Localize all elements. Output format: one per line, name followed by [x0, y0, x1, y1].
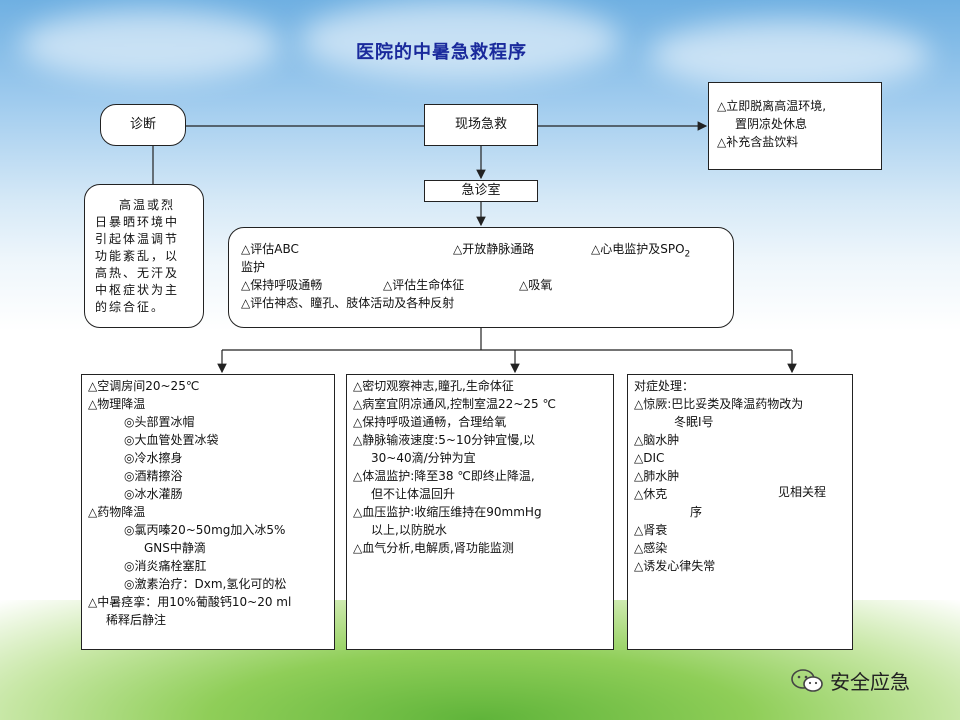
- col-left-line: ◎消炎痛栓塞肛: [124, 559, 207, 573]
- col-right-line: △休克: [634, 487, 668, 501]
- assess-vitals: △评估生命体征: [383, 278, 465, 292]
- bracket-label: 见相关程: [778, 485, 827, 499]
- col-mid-line: 但不让体温回升: [371, 487, 456, 501]
- definition-line: 日暴晒环境中: [95, 215, 180, 229]
- node-onsite-label: 现场急救: [454, 117, 507, 132]
- col-right-line: 冬眠Ⅰ号: [674, 415, 714, 429]
- col-right-line: 序: [690, 505, 703, 519]
- cloud: [300, 0, 620, 80]
- col-left-line: △空调房间20~25℃: [88, 379, 200, 393]
- symptomatic-treatment-box: 见相关程 对症处理： △惊厥:巴比妥类及降温药物改为冬眠Ⅰ号 △脑水肿 △DIC △肺水…: [627, 374, 853, 650]
- assess-ecg-text: △心电监护及SPO: [591, 242, 685, 256]
- node-er-label: 急诊室: [461, 183, 501, 198]
- definition-line: 的综合征。: [95, 300, 166, 314]
- monitoring-box: △密切观察神志,瞳孔,生命体征 △病室宜阴凉通风,控制室温22~25 ℃ △保持呼吸…: [346, 374, 614, 650]
- assess-monitor: 监护: [241, 260, 266, 274]
- col-mid-line: △血气分析,电解质,肾功能监测: [353, 541, 514, 555]
- col-left-line: △物理降温: [88, 397, 146, 411]
- col-left-line: GNS中静滴: [144, 541, 206, 555]
- col-left-line: ◎冷水擦身: [124, 451, 183, 465]
- onsite-action: △立即脱离高温环境,: [717, 99, 827, 113]
- col-right-line: 对症处理：: [634, 379, 695, 393]
- col-right-line: △脑水肿: [634, 433, 680, 447]
- col-mid-line: △体温监护:降至38 ℃即终止降温,: [353, 469, 535, 483]
- cooling-measures-box: △空调房间20~25℃ △物理降温 ◎头部置冰帽 ◎大血管处置冰袋 ◎冷水擦身 ◎酒精擦浴…: [81, 374, 335, 650]
- col-right-line: △感染: [634, 541, 668, 555]
- col-mid-line: △保持呼吸道通畅，合理给氧: [353, 415, 507, 429]
- col-right-line: △惊厥:巴比妥类及降温药物改为: [634, 397, 804, 411]
- assess-neuro: △评估神态、瞳孔、肢体活动及各种反射: [241, 296, 455, 310]
- col-left-line: ◎头部置冰帽: [124, 415, 195, 429]
- assess-abc: △评估ABC: [241, 242, 299, 256]
- spo2-subscript: 2: [684, 249, 691, 260]
- col-right-line: △DIC: [634, 451, 665, 465]
- col-left-line: ◎大血管处置冰袋: [124, 433, 219, 447]
- onsite-action: 置阴凉处休息: [735, 117, 808, 131]
- definition-line: 功能紊乱，以: [95, 249, 180, 263]
- col-mid-line: △病室宜阴凉通风,控制室温22~25 ℃: [353, 397, 556, 411]
- definition-line: 高温或烈: [119, 198, 176, 212]
- definition-box: 高温或烈 日暴晒环境中 引起体温调节 功能紊乱，以 高热、无汗及 中枢症状为主 …: [84, 184, 204, 328]
- definition-line: 引起体温调节: [95, 232, 180, 246]
- col-left-line: △药物降温: [88, 505, 146, 519]
- col-right-line: △诱发心律失常: [634, 559, 716, 573]
- col-mid-line: △密切观察神志,瞳孔,生命体征: [353, 379, 514, 393]
- onsite-actions-box: △立即脱离高温环境, 置阴凉处休息 △补充含盐饮料: [708, 82, 882, 170]
- onsite-action: △补充含盐饮料: [717, 135, 799, 149]
- col-right-line: △肾衰: [634, 523, 668, 537]
- node-onsite-rescue: 现场急救: [424, 104, 538, 146]
- assess-iv-access: △开放静脉通路: [453, 242, 535, 256]
- col-left-line: ◎酒精擦浴: [124, 469, 183, 483]
- col-left-line: ◎冰水灌肠: [124, 487, 183, 501]
- brand-name: 安全应急: [830, 670, 910, 694]
- col-right-line: △肺水肿: [634, 469, 680, 483]
- assess-airway: △保持呼吸通畅: [241, 278, 323, 292]
- page-title: 医院的中暑急救程序: [356, 42, 527, 63]
- col-mid-line: 30~40滴/分钟为宜: [371, 451, 476, 465]
- col-mid-line: △静脉输液速度:5~10分钟宜慢,以: [353, 433, 536, 447]
- assess-ecg-spo2: △心电监护及SPO2: [591, 240, 690, 263]
- col-mid-line: 以上,以防脱水: [371, 523, 447, 537]
- wechat-icon: [791, 668, 823, 692]
- node-diagnosis: 诊断: [100, 104, 186, 146]
- col-left-line: ◎氯丙嗪20~50mg加入冰5%: [124, 523, 286, 537]
- node-emergency-room: 急诊室: [424, 180, 538, 202]
- definition-line: 高热、无汗及: [95, 266, 180, 280]
- cloud: [20, 10, 280, 80]
- er-assessment-box: △评估ABC △开放静脉通路 △心电监护及SPO2 监护 △保持呼吸通畅 △评估…: [228, 227, 734, 328]
- brand-logo: 安全应急: [790, 666, 910, 695]
- assess-oxygen: △吸氧: [519, 278, 553, 292]
- cloud: [650, 20, 930, 90]
- col-left-line: 稀释后静注: [106, 613, 167, 627]
- node-diagnosis-label: 诊断: [129, 117, 156, 132]
- col-mid-line: △血压监护:收缩压维持在90mmHg: [353, 505, 542, 519]
- definition-line: 中枢症状为主: [95, 283, 180, 297]
- col-left-line: ◎激素治疗：Dxm,氢化可的松: [124, 577, 287, 591]
- col-left-line: △中暑痉挛：用10%葡酸钙10~20 ml: [88, 595, 292, 609]
